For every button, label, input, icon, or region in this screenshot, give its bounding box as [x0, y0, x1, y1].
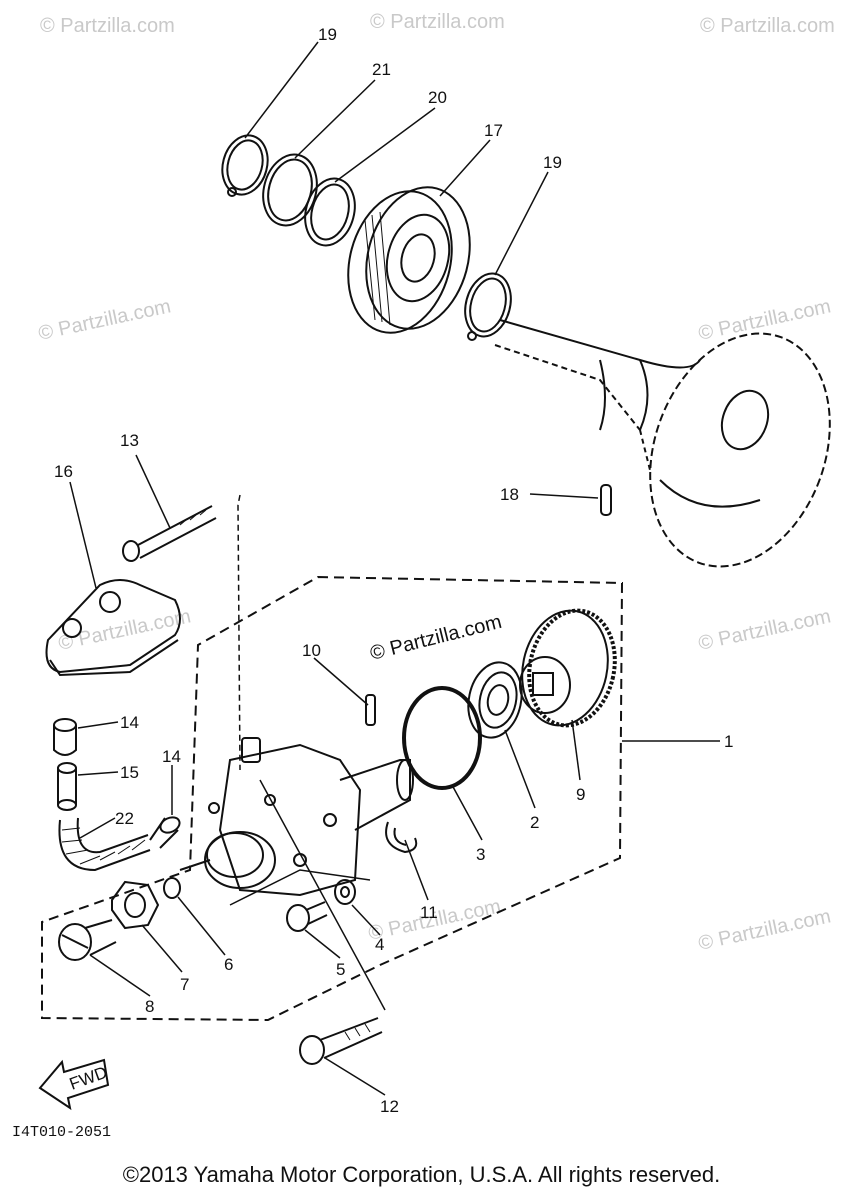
screw-13	[122, 505, 217, 562]
callout-4: 4	[375, 935, 384, 954]
callout-13: 13	[120, 431, 139, 450]
callout-14: 14	[120, 713, 139, 732]
callout-10: 10	[302, 641, 321, 660]
bolt-5	[286, 901, 328, 932]
screw-12	[299, 1017, 383, 1065]
callout-12: 12	[380, 1097, 399, 1116]
callout-2: 2	[530, 813, 539, 832]
cover-plate-16	[45, 579, 181, 677]
callout-14: 14	[162, 747, 181, 766]
callout-11: 11	[420, 903, 438, 922]
sleeve-14-lower	[149, 816, 181, 849]
fwd-label: FWD	[67, 1063, 110, 1094]
callout-22: 22	[115, 809, 134, 828]
callout-labels: 19 21 20 17 19 18 13 16 10 14 15 14 22 1…	[54, 25, 733, 1116]
callout-19: 19	[318, 25, 337, 44]
watermark: © Partzilla.com	[56, 605, 192, 655]
callout-16: 16	[54, 462, 73, 481]
watermark: © Partzilla.com	[36, 295, 172, 345]
clip-11	[385, 821, 418, 854]
callout-18: 18	[500, 485, 519, 504]
forward-arrow-icon	[38, 1058, 110, 1111]
gear-9	[519, 608, 617, 728]
callout-1: 1	[724, 732, 733, 751]
bearing-2	[467, 661, 523, 739]
callout-6: 6	[224, 955, 233, 974]
watermark: © Partzilla.com	[696, 295, 832, 345]
callout-20: 20	[428, 88, 447, 107]
copyright-notice: ©2013 Yamaha Motor Corporation, U.S.A. A…	[122, 1162, 721, 1187]
callout-8: 8	[145, 997, 154, 1016]
watermarks: © Partzilla.com © Partzilla.com © Partzi…	[36, 11, 834, 955]
callout-3: 3	[476, 845, 485, 864]
callout-15: 15	[120, 763, 139, 782]
pulley-17	[347, 186, 471, 334]
o-ring-3	[402, 686, 482, 790]
watermark: © Partzilla.com	[696, 905, 832, 955]
callout-21: 21	[372, 60, 391, 79]
pin-18	[600, 484, 612, 516]
circlip-lower	[464, 272, 512, 341]
watermark: © Partzilla.com	[700, 15, 835, 37]
pin-10	[365, 694, 376, 726]
watermark: © Partzilla.com	[696, 605, 832, 655]
nut-7	[111, 880, 160, 930]
pump-body-1	[179, 737, 414, 897]
callout-9: 9	[576, 785, 585, 804]
crankshaft	[494, 319, 831, 568]
watermark-main: © Partzilla.com	[368, 611, 504, 665]
sleeve-14-upper	[53, 718, 77, 756]
hose-22	[58, 817, 151, 872]
callout-7: 7	[180, 975, 189, 994]
circlip-upper	[221, 134, 269, 197]
drawing-code: I4T010-2051	[12, 1124, 111, 1141]
washer-6	[163, 877, 181, 899]
assembly-outline	[41, 575, 624, 1022]
leader-lines	[69, 41, 720, 1096]
watermark: © Partzilla.com	[370, 11, 505, 33]
callout-5: 5	[336, 960, 345, 979]
washer-4	[334, 879, 356, 905]
callout-19: 19	[543, 153, 562, 172]
tube-15	[57, 762, 77, 811]
callout-17: 17	[484, 121, 503, 140]
watermark: © Partzilla.com	[40, 15, 175, 37]
screw-8	[58, 919, 117, 961]
